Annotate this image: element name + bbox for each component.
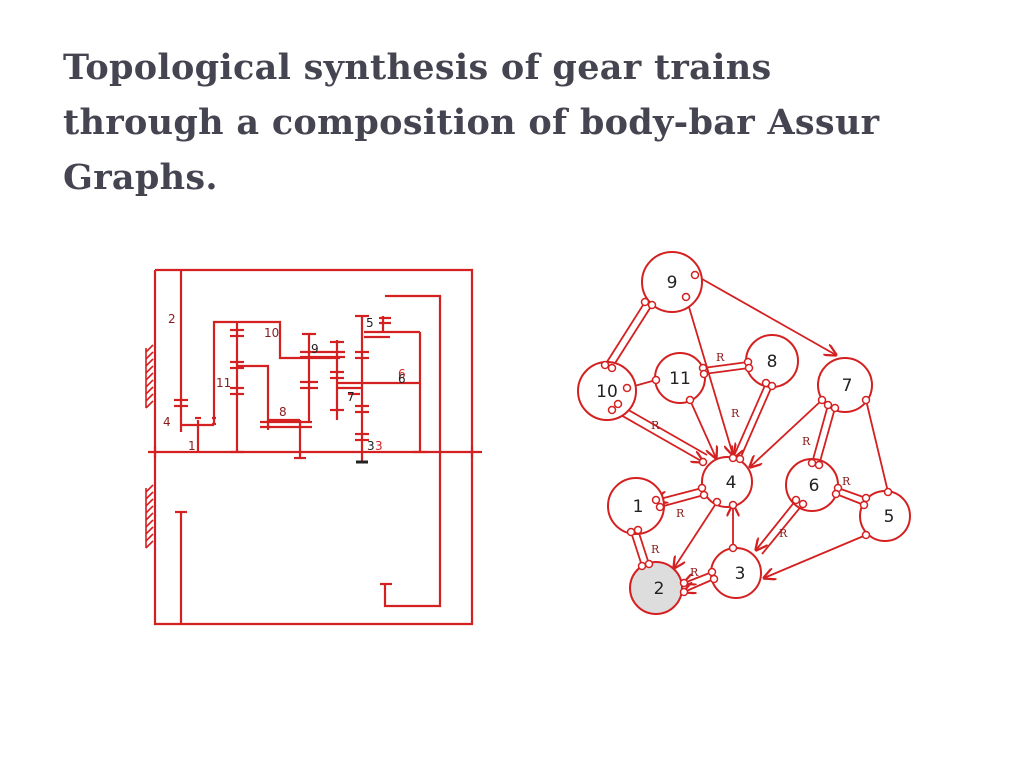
svg-text:8: 8	[767, 352, 778, 372]
gear-label: 4	[163, 415, 171, 429]
r-label: R	[651, 419, 660, 432]
svg-text:3: 3	[735, 564, 746, 584]
r-label: R	[651, 543, 660, 556]
svg-text:10: 10	[596, 382, 618, 402]
gear-label: 2	[168, 312, 176, 326]
ground-hatch-upper	[145, 344, 154, 409]
r-label: R	[802, 435, 811, 448]
gear-label: 9	[311, 342, 319, 356]
svg-text:4: 4	[726, 473, 737, 493]
graph-node: 3	[710, 547, 762, 599]
svg-text:2: 2	[654, 579, 665, 599]
graph-node: 1	[607, 477, 665, 535]
gear-label: 6	[398, 372, 406, 386]
ground-hatch-lower	[145, 484, 154, 549]
gear-label: 11	[216, 376, 231, 390]
graph-joints	[600, 270, 893, 597]
graph-node: 11	[654, 352, 706, 404]
gear-label: 7	[347, 390, 355, 404]
gear-label: 8	[279, 405, 287, 419]
graph-node: 8	[745, 334, 799, 388]
r-label: R	[842, 475, 851, 488]
gear-train-schematic	[145, 268, 482, 626]
svg-text:7: 7	[842, 376, 853, 396]
title-line-3: Graphs.	[63, 157, 218, 198]
graph-bars	[604, 274, 889, 592]
r-label: R	[676, 507, 685, 520]
gear-label: 10	[264, 326, 279, 340]
gear-label: 5	[366, 316, 374, 330]
gear-label: 3	[367, 439, 375, 453]
svg-text:6: 6	[809, 476, 820, 496]
r-label: R	[716, 351, 725, 364]
graph-node: 7	[817, 357, 873, 413]
graph-node-ground: 2	[629, 561, 683, 615]
title-line-1: Topological synthesis of gear trains	[63, 47, 772, 88]
title-line-2: through a composition of body-bar Assur	[63, 102, 880, 143]
gear-label: 6	[398, 367, 406, 381]
svg-text:11: 11	[669, 369, 691, 389]
r-label: R	[690, 566, 699, 579]
gear-labels: 2 10 5 9 11 6 6 7 4 8 1 3 3	[163, 312, 406, 453]
housing-frame	[153, 268, 474, 626]
r-label: R	[731, 407, 740, 420]
gear-label: 3	[375, 439, 383, 453]
gear-label: 1	[188, 439, 196, 453]
svg-text:5: 5	[884, 507, 895, 527]
svg-text:1: 1	[633, 497, 644, 517]
slide-title: Topological synthesis of gear trains thr…	[63, 40, 963, 205]
r-label: R	[779, 527, 788, 540]
svg-text:9: 9	[667, 273, 678, 293]
rotation-labels: R R R R R R R R R	[651, 351, 851, 579]
graph-node: 4	[701, 456, 753, 508]
